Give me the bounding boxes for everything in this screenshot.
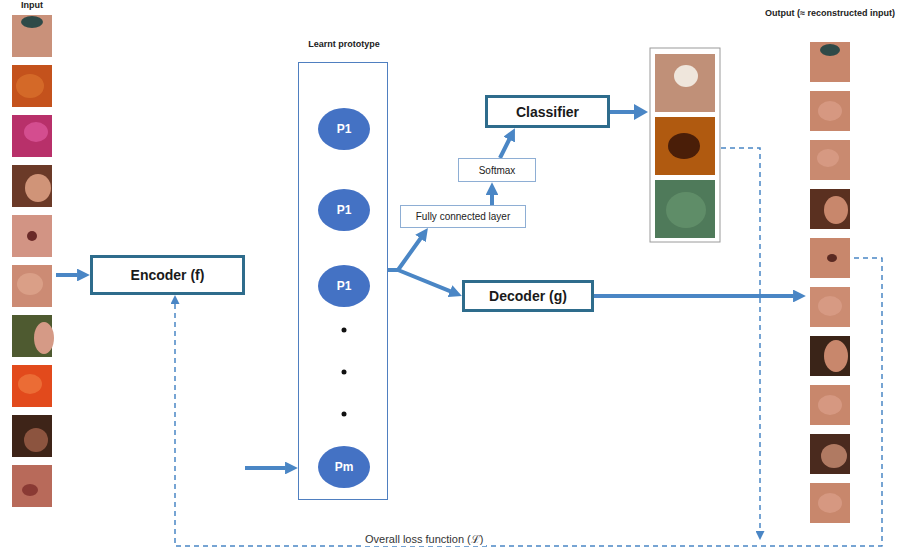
image-detail [817, 149, 839, 167]
box-label: Fully connected layer [416, 211, 511, 222]
endoscopy-image [810, 483, 850, 523]
image-detail [16, 74, 44, 98]
endoscopy-image [655, 54, 715, 112]
image-detail [820, 44, 840, 56]
layer-box: Softmax [458, 158, 536, 182]
flow-arrow [245, 466, 286, 470]
endoscopy-image [810, 42, 850, 82]
box-label: Decoder (g) [489, 288, 567, 304]
endoscopy-image [12, 365, 52, 407]
image-detail [21, 16, 43, 28]
box-label: Encoder (f) [131, 267, 205, 283]
edge-label: Overall loss function (ℒ) [362, 531, 486, 546]
box-label: Softmax [479, 165, 516, 176]
endoscopy-image [12, 65, 52, 107]
prototype-circle: P1 [318, 108, 370, 150]
box-label: P1 [337, 203, 352, 217]
encoder-box: Encoder (f) [90, 255, 245, 295]
image-detail [17, 273, 43, 295]
image-detail [818, 493, 842, 513]
image-detail [22, 484, 38, 496]
endoscopy-image [12, 265, 52, 307]
classifier-box: Classifier [485, 95, 610, 128]
image-detail [25, 174, 51, 202]
arrow-head [634, 104, 648, 120]
output-column: Output (≈ reconstructed input) [806, 38, 854, 528]
endoscopy-image [810, 287, 850, 327]
endoscopy-image [810, 189, 850, 229]
prototype-box: Learnt prototypeP1P1P1Pm [298, 62, 388, 500]
endoscopy-image [655, 180, 715, 238]
prototype-circle: P1 [318, 265, 370, 307]
column-heading: Input [2, 0, 62, 11]
image-detail [24, 122, 48, 142]
box-label: Pm [335, 460, 354, 474]
loss-dashed-line [721, 148, 760, 532]
box-label: P1 [337, 279, 352, 293]
image-detail [668, 133, 700, 159]
image-detail [818, 101, 842, 121]
input-column: Input [8, 0, 56, 512]
endoscopy-image [810, 434, 850, 474]
image-detail [34, 322, 54, 354]
output-images [810, 42, 850, 523]
classified-images [648, 48, 720, 242]
endoscopy-image [12, 415, 52, 457]
column-heading: Output (≈ reconstructed input) [765, 8, 895, 19]
prototype-circle: P1 [318, 189, 370, 231]
flow-arrow [594, 294, 794, 298]
image-detail [18, 374, 42, 394]
image-panel [650, 48, 720, 242]
classifier-output-arrow [610, 110, 636, 114]
endoscopy-image [810, 238, 850, 278]
image-detail [827, 254, 837, 262]
image-detail [818, 395, 842, 415]
flow-arrow [500, 139, 509, 158]
image-detail [824, 196, 848, 224]
image-detail [27, 231, 37, 241]
image-detail [666, 192, 706, 228]
image-detail [674, 65, 698, 87]
prototype-dots [342, 328, 347, 417]
box-label: P1 [337, 122, 352, 136]
flow-arrow [56, 273, 78, 277]
flow-arrow [388, 270, 451, 291]
ellipsis-dot [342, 412, 347, 417]
endoscopy-image [12, 165, 52, 207]
flow-arrow [490, 194, 494, 205]
prototype-circle: Pm [318, 446, 370, 488]
layer-box: Fully connected layer [400, 205, 526, 228]
image-detail [818, 296, 842, 316]
flow-arrow [388, 238, 421, 270]
column-heading: Learnt prototype [289, 39, 399, 50]
box-label: Classifier [516, 104, 579, 120]
endoscopy-image [810, 385, 850, 425]
loss-connector [175, 258, 882, 546]
ellipsis-dot [342, 370, 347, 375]
endoscopy-image [12, 15, 52, 57]
image-detail [821, 444, 847, 468]
input-images [12, 15, 54, 507]
endoscopy-image [12, 465, 52, 507]
image-detail [24, 428, 48, 452]
spacer [648, 113, 720, 114]
image-detail [824, 340, 848, 372]
endoscopy-image [12, 215, 52, 257]
endoscopy-image [810, 336, 850, 376]
endoscopy-image [810, 91, 850, 131]
decoder-box: Decoder (g) [462, 280, 594, 312]
ellipsis-dot [342, 328, 347, 333]
endoscopy-image [810, 140, 850, 180]
endoscopy-image [655, 117, 715, 175]
endoscopy-image [12, 115, 52, 157]
